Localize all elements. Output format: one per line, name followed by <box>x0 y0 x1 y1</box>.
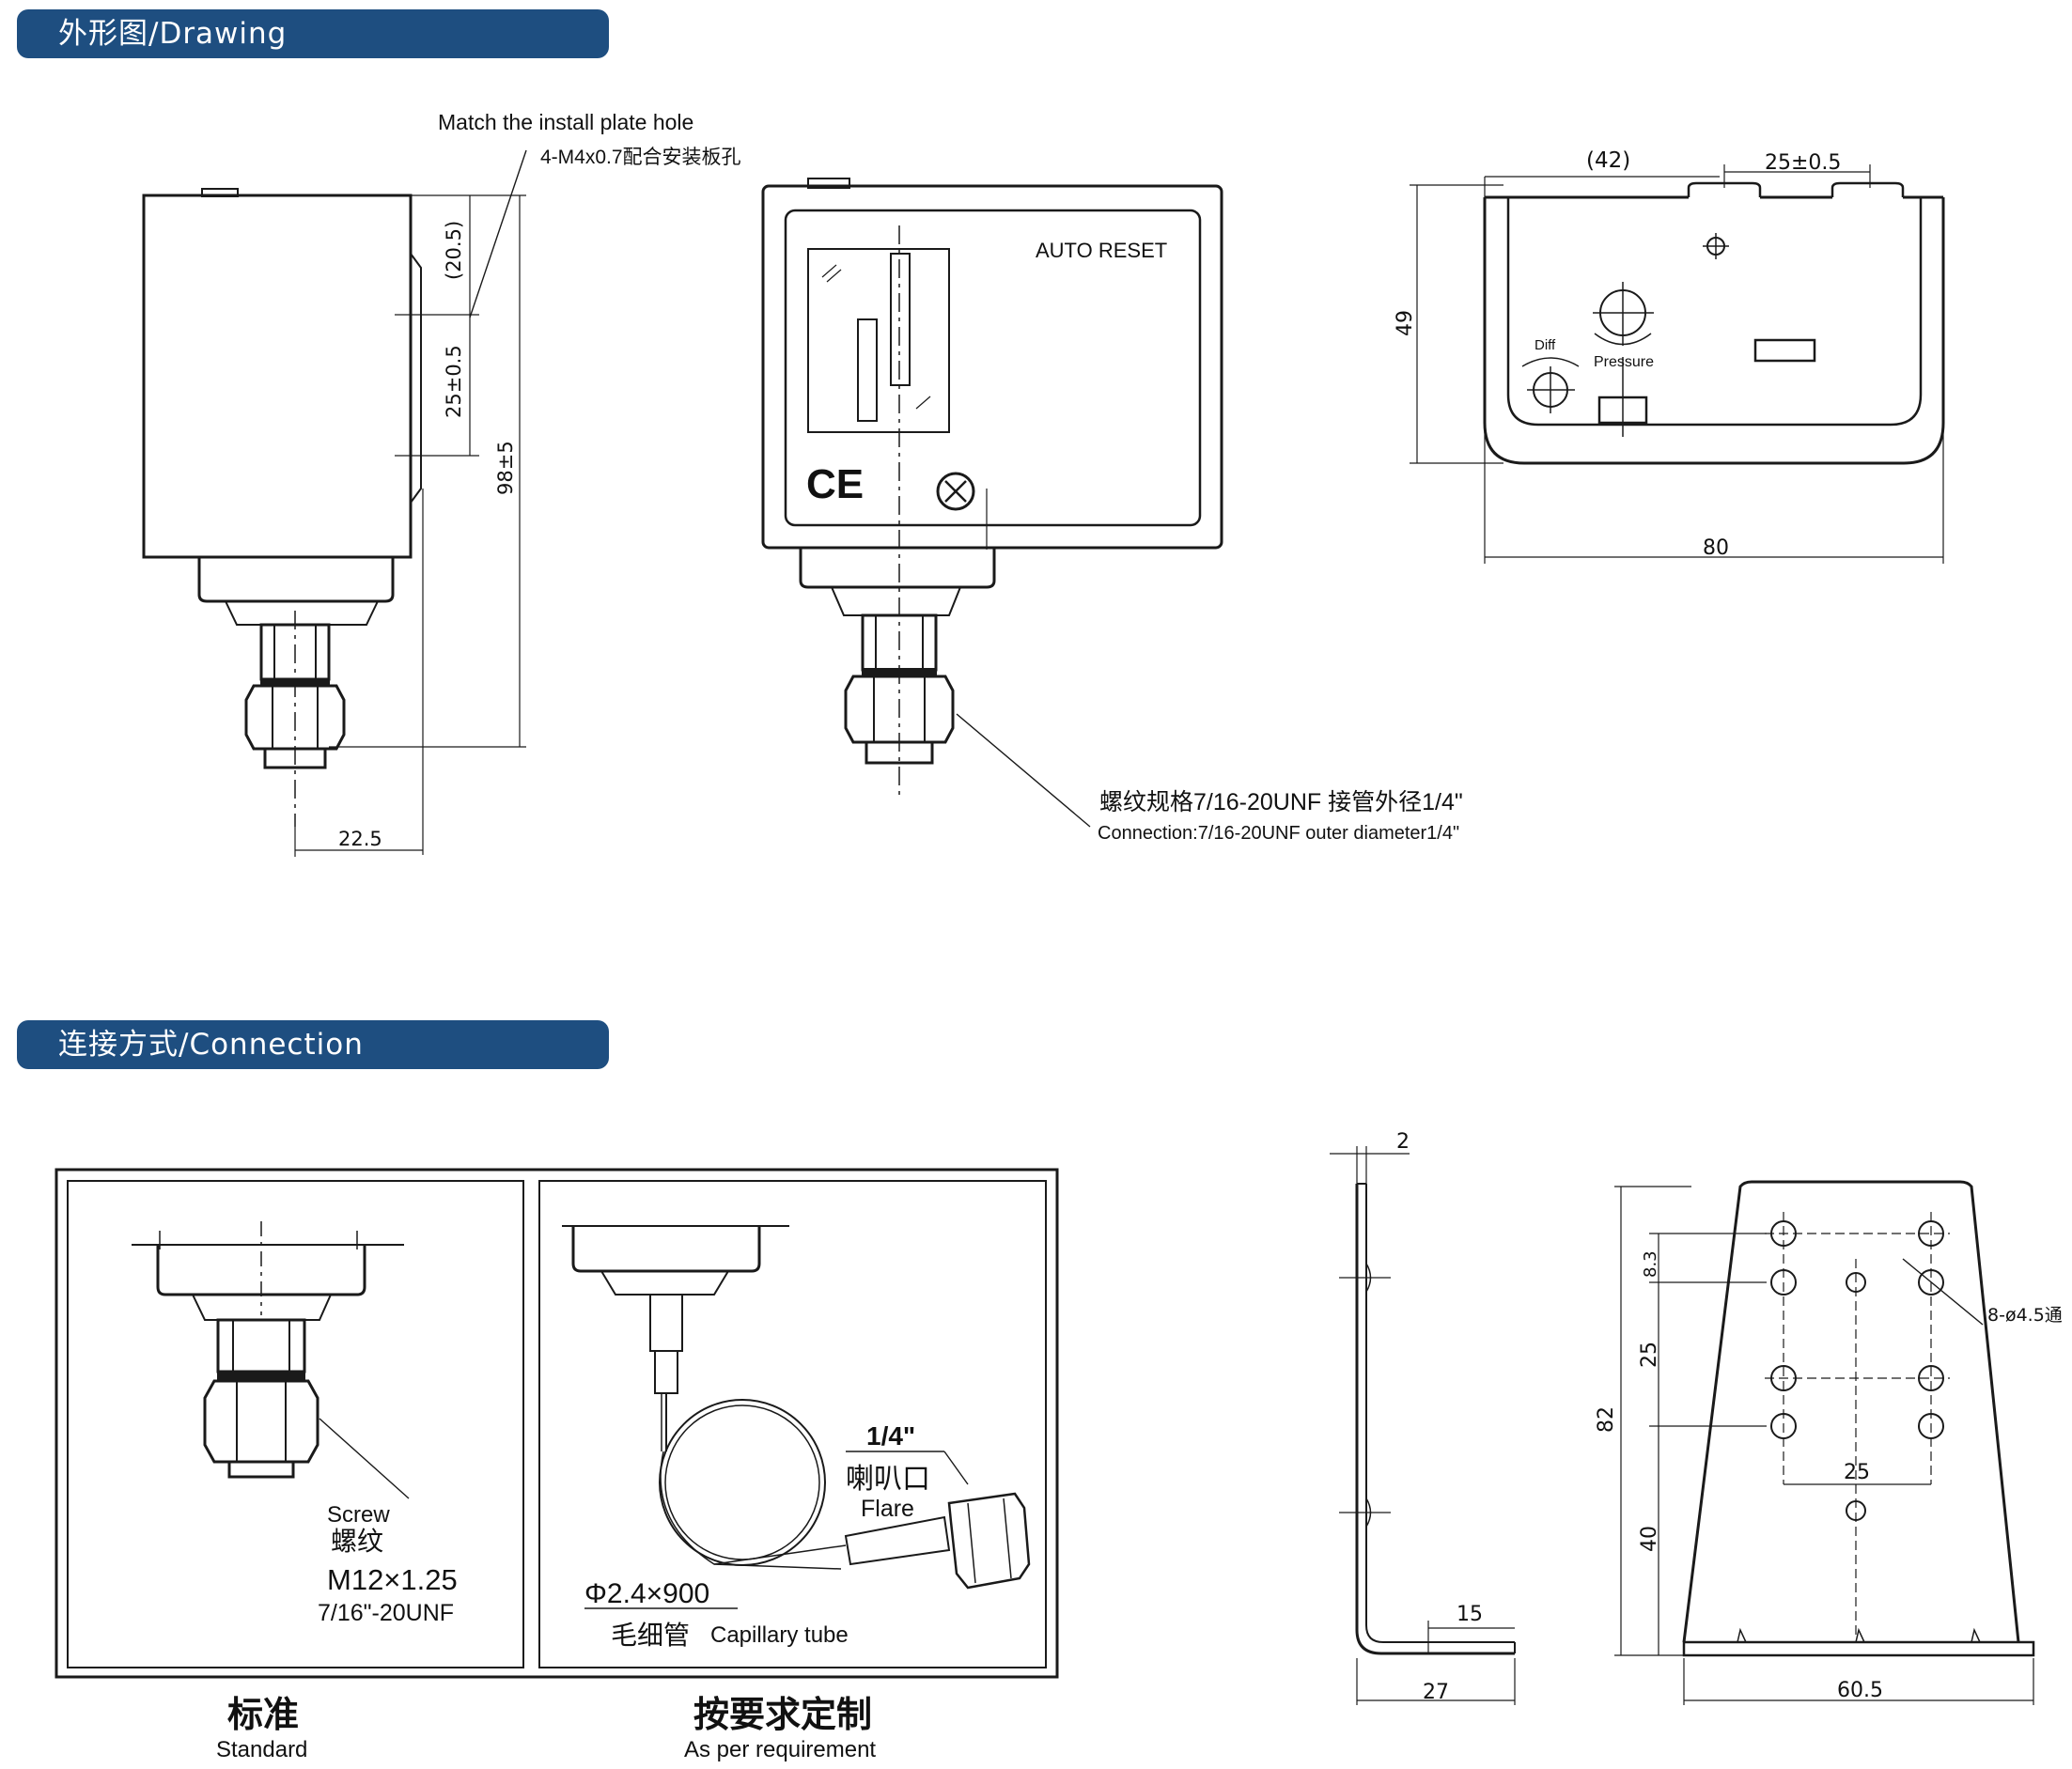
thread-metric: M12×1.25 <box>327 1563 458 1596</box>
dim-2: 2 <box>1396 1130 1410 1154</box>
side-view <box>142 149 527 857</box>
flare-size: 1/4" <box>866 1421 915 1451</box>
connection-frame <box>55 1168 1059 1679</box>
install-note-en: Match the install plate hole <box>438 110 693 134</box>
bracket-side-view <box>1330 1146 1516 1705</box>
dim-42: (42) <box>1586 148 1630 173</box>
dim-22-5: 22.5 <box>338 828 382 850</box>
diff-label: Diff <box>1535 337 1556 353</box>
caption-standard-en: Standard <box>216 1737 307 1762</box>
dim-27: 27 <box>1423 1681 1449 1704</box>
front-view <box>761 178 1223 828</box>
connection-note-cn: 螺纹规格7/16-20UNF 接管外径1/4" <box>1099 789 1463 815</box>
capillary-en: Capillary tube <box>710 1622 849 1648</box>
bracket-front-view <box>1614 1180 2035 1705</box>
connection-section-header: 连接方式/Connection <box>17 1020 609 1069</box>
screw-cn: 螺纹 <box>331 1527 383 1556</box>
labels: Match the install plate hole 4-M4x0.7配合安… <box>216 110 2063 1762</box>
dim-25-top: 25±0.5 <box>1765 151 1841 175</box>
thread-unf: 7/16"-20UNF <box>318 1600 454 1626</box>
flare-en: Flare <box>861 1496 914 1522</box>
connection-note-en: Connection:7/16-20UNF outer diameter1/4" <box>1098 823 1459 844</box>
capillary-size: Φ2.4×900 <box>584 1578 709 1609</box>
dim-15: 15 <box>1457 1603 1483 1626</box>
dim-98: 98±5 <box>494 441 517 495</box>
dim-25-horizontal: 25 <box>1844 1461 1870 1484</box>
dim-80: 80 <box>1703 536 1729 560</box>
holes-label: 8-ø4.5通 <box>1987 1305 2063 1326</box>
install-note-cn: 4-M4x0.7配合安装板孔 <box>540 147 741 168</box>
capillary-cn: 毛细管 <box>611 1621 690 1650</box>
dim-60-5: 60.5 <box>1837 1679 1883 1702</box>
auto-reset-label: AUTO RESET <box>1036 239 1167 262</box>
ce-mark: CE <box>806 461 864 507</box>
dim-25-side: 25±0.5 <box>443 345 465 418</box>
dim-20-5: (20.5) <box>443 221 465 280</box>
caption-custom-cn: 按要求定制 <box>693 1696 872 1735</box>
capillary-fitting <box>562 1225 1031 1609</box>
caption-standard-cn: 标准 <box>227 1696 299 1735</box>
dim-82: 82 <box>1595 1406 1618 1433</box>
dim-49: 49 <box>1394 310 1417 336</box>
top-view <box>1410 164 1945 564</box>
flare-cn: 喇叭口 <box>846 1464 930 1495</box>
dim-40: 40 <box>1638 1526 1661 1552</box>
standard-fitting <box>132 1221 410 1499</box>
dim-25-vertical: 25 <box>1638 1342 1661 1368</box>
caption-custom-en: As per requirement <box>684 1737 876 1762</box>
drawing-section-header: 外形图/Drawing <box>17 9 609 58</box>
screw-en: Screw <box>327 1502 390 1528</box>
pressure-label: Pressure <box>1594 354 1654 370</box>
dim-8-3: 8.3 <box>1641 1250 1660 1278</box>
